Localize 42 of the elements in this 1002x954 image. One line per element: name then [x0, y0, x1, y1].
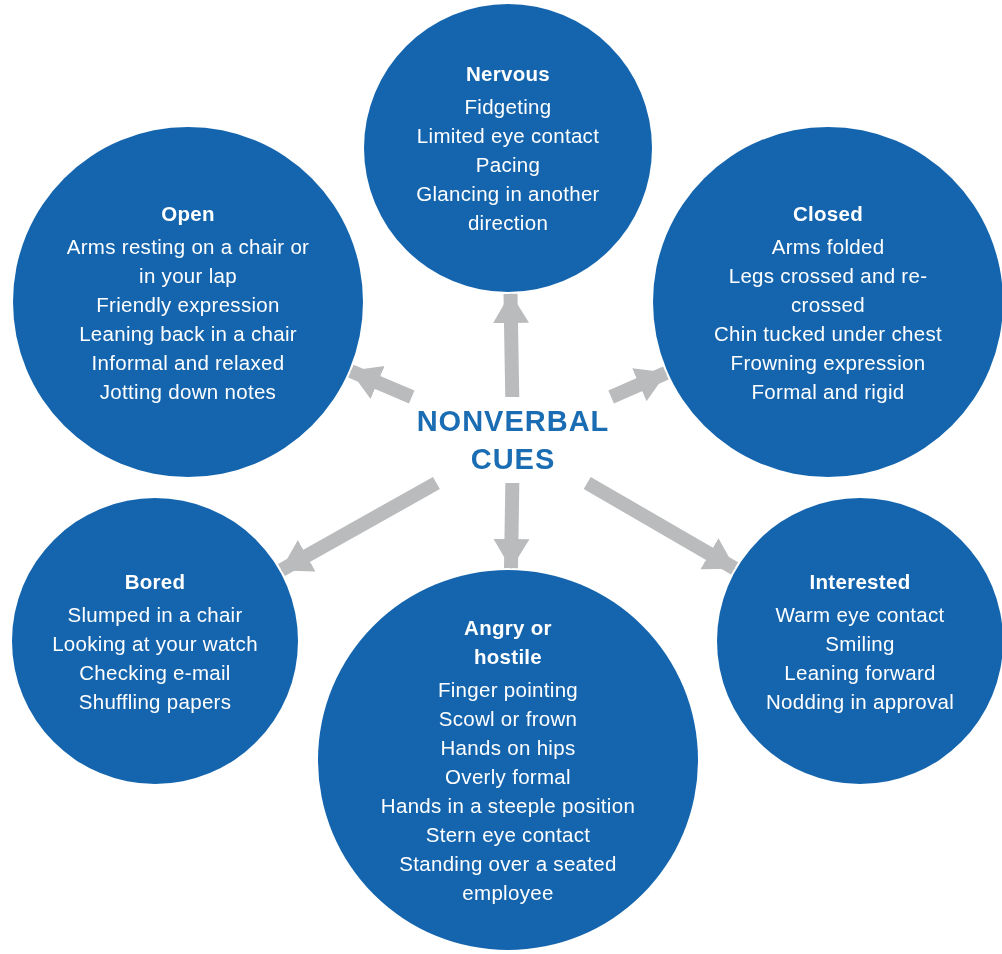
cue-text: Warm eye contact — [775, 601, 945, 628]
arrow — [608, 366, 669, 404]
cue-text: Limited eye contact — [416, 123, 600, 149]
cue-text: Finger pointing — [437, 677, 579, 703]
arrow — [583, 476, 739, 575]
cue-text: Stern eye contact — [425, 822, 591, 848]
cue-text: Glancing in another direction — [415, 181, 601, 236]
cue-text: Overly formal — [445, 764, 571, 790]
cue-text: Shuffling papers — [78, 688, 232, 715]
category-heading: Angry or hostile — [463, 615, 553, 670]
arrow — [493, 482, 530, 569]
cue-text: Fidgeting — [464, 94, 552, 120]
cue-text: Arms folded — [771, 233, 885, 260]
cue-text: Checking e-mail — [79, 659, 231, 686]
cue-text: Pacing — [475, 152, 541, 178]
category-heading: Nervous — [465, 61, 551, 87]
title-text: NONVERBAL CUES — [415, 404, 611, 477]
arrow — [493, 293, 529, 398]
category-heading: Open — [161, 200, 215, 227]
cue-text: Looking at your watch — [52, 630, 258, 657]
arrow — [278, 476, 440, 577]
cue-text: Standing over a seated employee — [398, 851, 618, 906]
cue-text: Smiling — [825, 630, 895, 657]
cue-text: Slumped in a chair — [67, 601, 243, 628]
cue-text: Frowning expression — [730, 349, 926, 376]
cue-text: Leaning forward — [784, 659, 936, 686]
category-heading: Closed — [792, 200, 864, 227]
cue-text: Formal and rigid — [751, 378, 905, 405]
arrow — [348, 364, 415, 404]
category-heading: Bored — [124, 568, 186, 595]
cue-text: Scowl or frown — [438, 706, 578, 732]
cue-text: Friendly expression — [96, 291, 280, 318]
cue-text: Hands in a steeple position — [380, 793, 636, 819]
cue-text: Jotting down notes — [99, 378, 277, 405]
cue-text: Leaning back in a chair — [79, 320, 297, 347]
cue-text: Legs crossed and re-crossed — [727, 262, 929, 318]
cue-text: Hands on hips — [440, 735, 576, 761]
cue-text: Chin tucked under chest — [714, 320, 942, 347]
cue-text: Arms resting on a chair or in your lap — [65, 233, 311, 289]
cue-text: Informal and relaxed — [91, 349, 285, 376]
category-heading: Interested — [809, 568, 911, 595]
cue-text: Nodding in approval — [765, 688, 955, 715]
